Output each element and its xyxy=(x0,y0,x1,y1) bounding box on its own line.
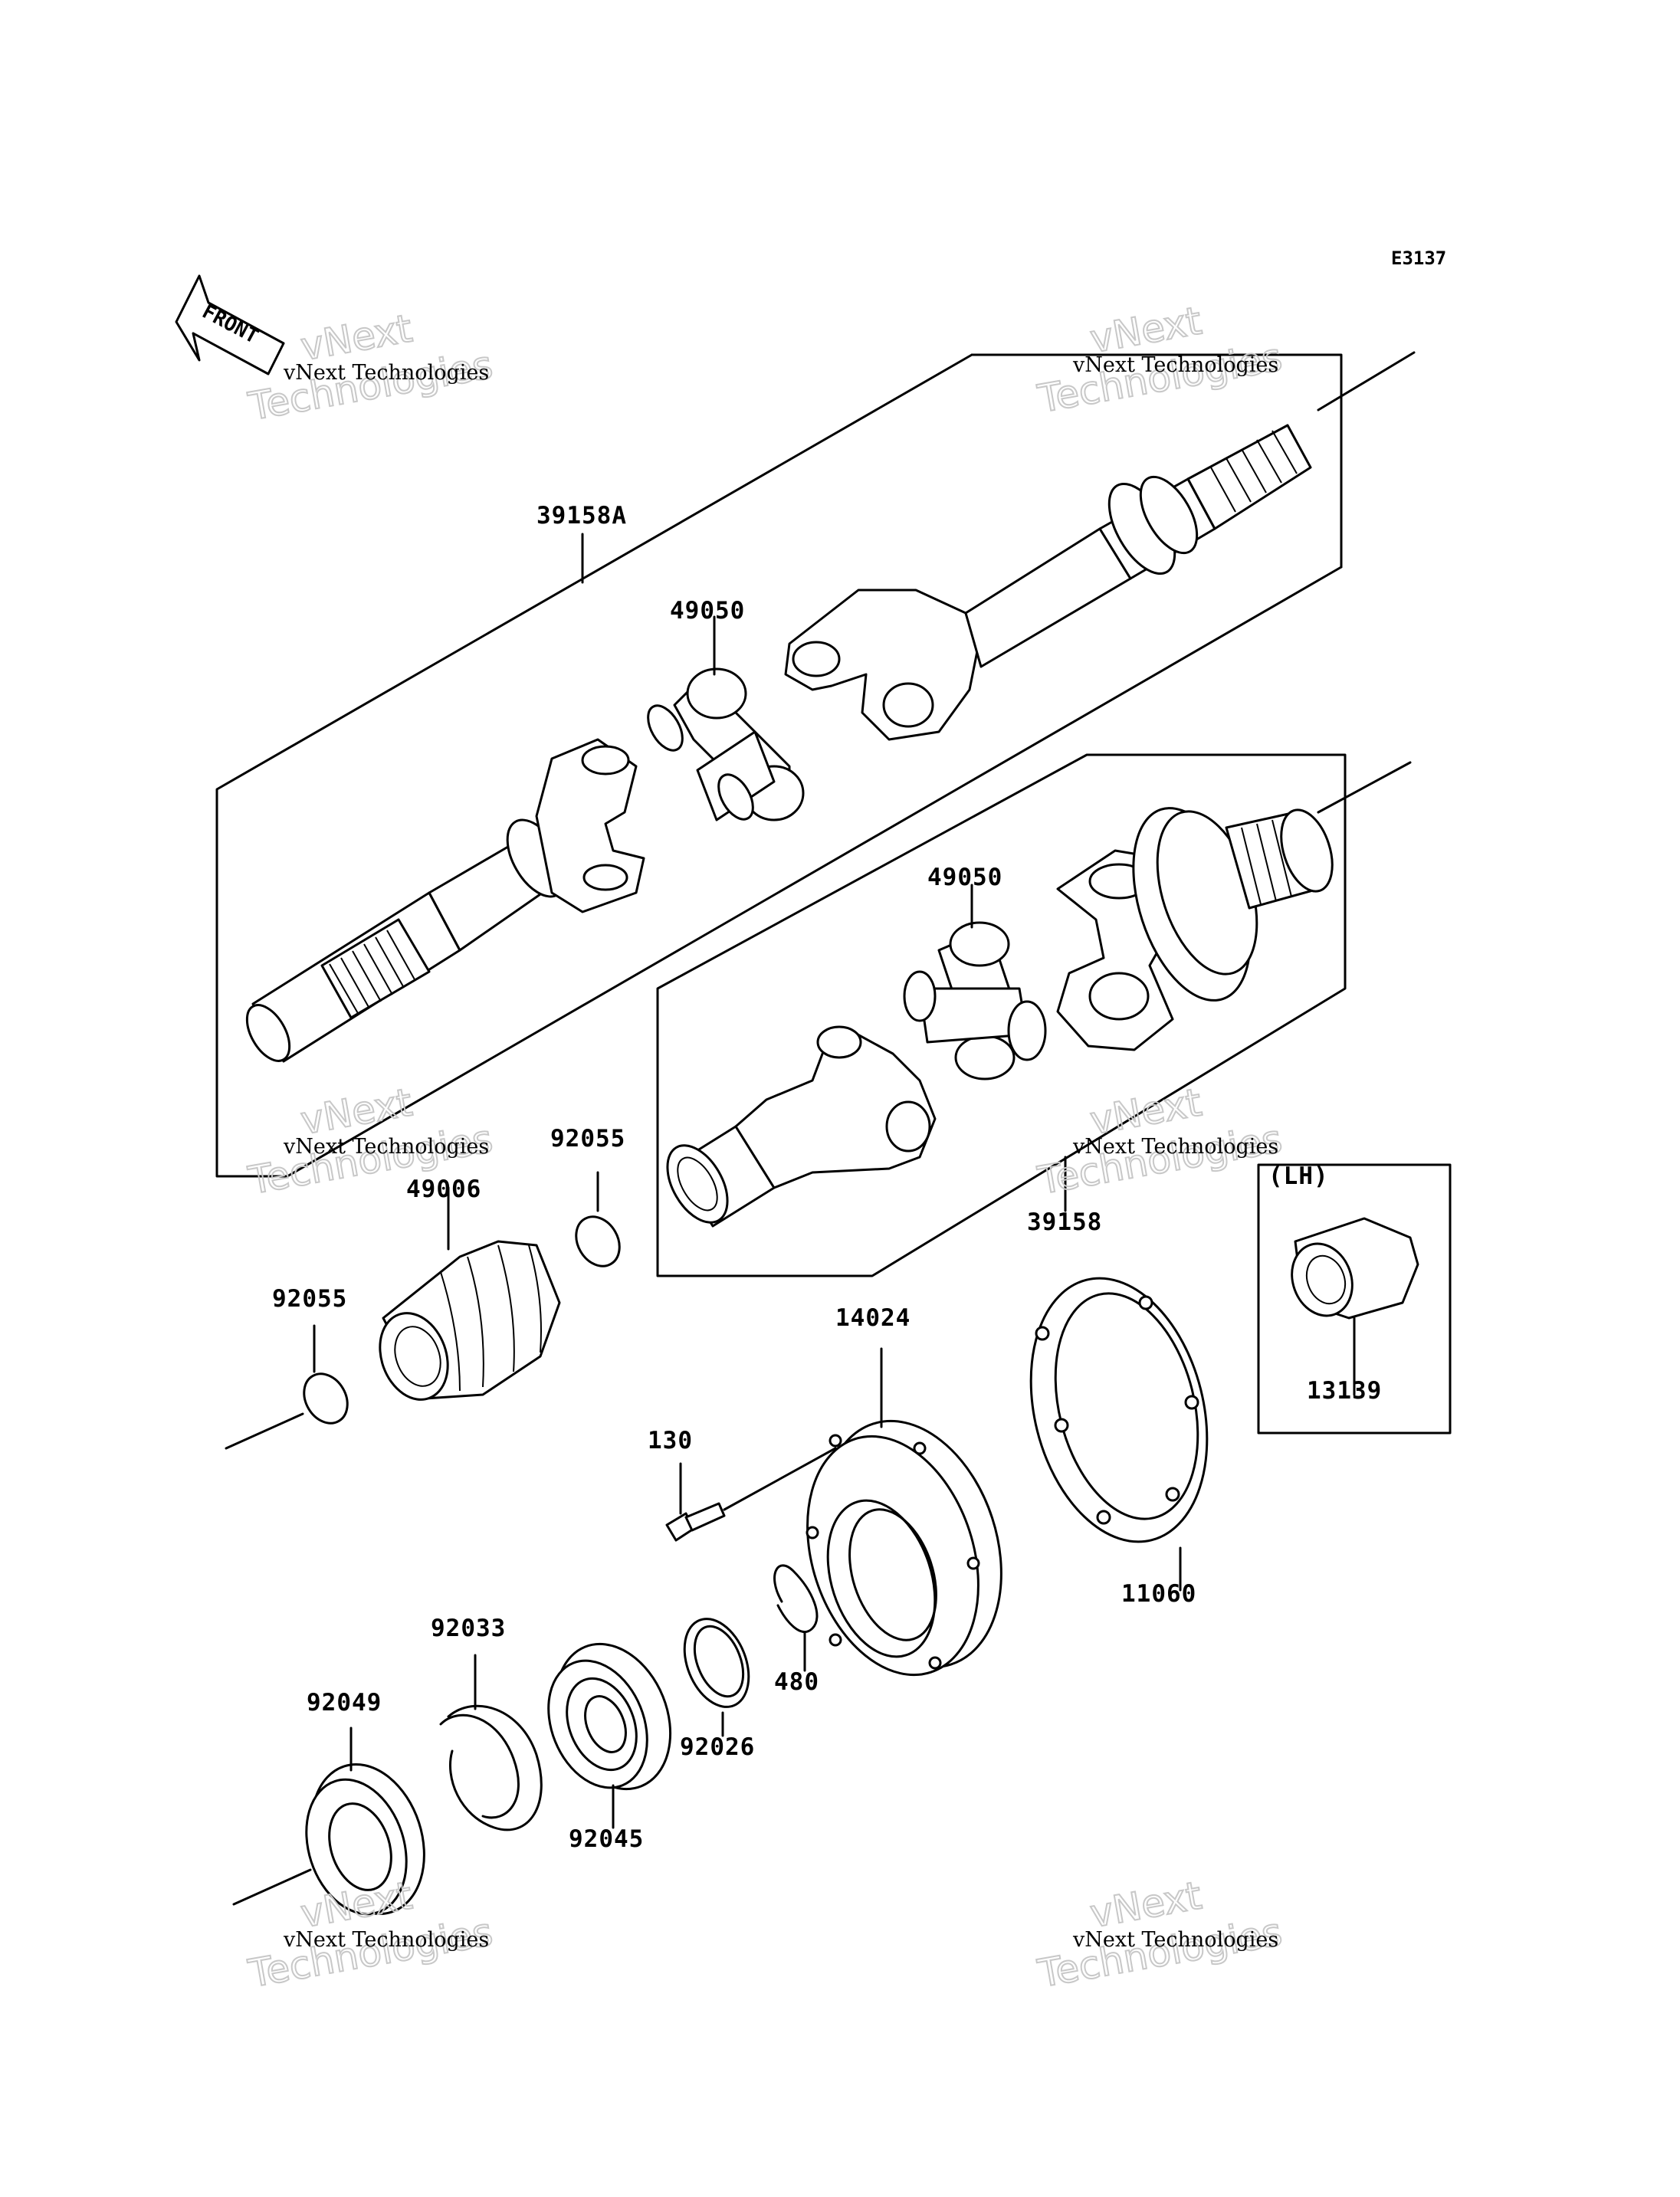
svg-text:vNext Technologies: vNext Technologies xyxy=(283,1135,489,1159)
label-boot: 49006 xyxy=(406,1176,481,1203)
frame-shaft-rear xyxy=(656,753,1412,1277)
watermark-top-right: vNext Technologies vNext Technologies xyxy=(1034,297,1286,422)
boot-drawing xyxy=(379,1186,561,1401)
shim-drawing xyxy=(683,1618,750,1737)
watermark-bottom-left: vNext Technologies vNext Technologies xyxy=(244,1872,497,1997)
watermark-mid-right: vNext Technologies vNext Technologies xyxy=(1034,1079,1286,1204)
front-arrow-icon: FRONT xyxy=(175,274,285,375)
circlip-drawing xyxy=(773,1564,819,1672)
svg-text:vNext Technologies: vNext Technologies xyxy=(283,361,489,385)
oil-seal-drawing xyxy=(232,1726,425,1916)
label-snap-ring: 92033 xyxy=(431,1615,506,1642)
label-universal-joint-lower: 49050 xyxy=(927,864,1002,891)
label-bolt: 130 xyxy=(648,1427,693,1454)
label-housing: 14024 xyxy=(835,1304,911,1332)
bearing-drawing xyxy=(547,1642,672,1829)
housing-drawing xyxy=(806,1347,1002,1677)
ring-boot-upper-drawing xyxy=(575,1171,621,1267)
label-ring-boot-lower: 92055 xyxy=(272,1285,347,1313)
watermark-bottom-right: vNext Technologies vNext Technologies xyxy=(1034,1872,1286,1997)
diagram-code: E3137 xyxy=(1391,248,1446,269)
yoke-lower-left-drawing xyxy=(666,1025,937,1228)
label-coupling: 13139 xyxy=(1307,1377,1382,1405)
yoke-upper-drawing xyxy=(784,424,1312,741)
frame-shaft-front xyxy=(215,351,1416,1178)
label-bearing: 92045 xyxy=(569,1825,644,1853)
label-shim: 92026 xyxy=(680,1733,755,1761)
label-ring-boot-upper: 92055 xyxy=(550,1125,625,1153)
gasket-drawing xyxy=(1029,1277,1209,1592)
lh-box xyxy=(1257,1163,1452,1435)
label-oil-seal: 92049 xyxy=(307,1689,382,1717)
ring-boot-lower-drawing xyxy=(225,1324,349,1450)
universal-joint-upper-drawing xyxy=(647,615,805,821)
label-shaft-assembly-rear: 39158 xyxy=(1027,1208,1102,1236)
svg-text:vNext Technologies: vNext Technologies xyxy=(1072,1135,1278,1159)
label-shaft-assembly-front: 39158A xyxy=(536,502,627,530)
label-universal-joint-upper: 49050 xyxy=(670,597,745,625)
svg-text:vNext Technologies: vNext Technologies xyxy=(283,1928,489,1952)
label-circlip: 480 xyxy=(774,1668,819,1696)
yoke-lower-right-drawing xyxy=(1056,807,1334,1051)
label-gasket: 11060 xyxy=(1121,1580,1196,1608)
snap-ring-drawing xyxy=(439,1654,543,1831)
svg-text:vNext Technologies: vNext Technologies xyxy=(1072,1928,1278,1952)
bolt-drawing xyxy=(665,1447,837,1542)
label-lh: (LH) xyxy=(1268,1162,1329,1190)
shaft-front-drawing xyxy=(245,738,645,1063)
svg-text:vNext Technologies: vNext Technologies xyxy=(1072,353,1278,377)
universal-joint-lower-drawing xyxy=(903,884,1047,1080)
